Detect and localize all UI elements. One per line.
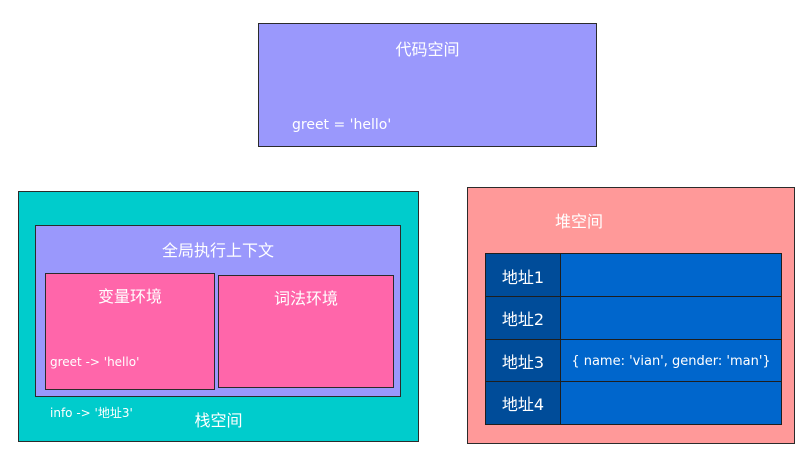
heap-row: 地址2	[486, 296, 781, 339]
code-space-title: 代码空间	[395, 40, 460, 59]
heap-table: 地址1 地址2 地址3 { name: 'vian', gender: 'man…	[485, 253, 782, 425]
heap-space-box: 堆空间 地址1 地址2 地址3 { name: 'vian', gender: …	[467, 187, 795, 444]
heap-space-title: 堆空间	[555, 212, 604, 231]
heap-address: 地址2	[486, 297, 561, 339]
stack-space-box: 全局执行上下文 变量环境 greet -> 'hello' info -> '地…	[18, 191, 419, 442]
heap-address: 地址3	[486, 340, 561, 382]
heap-row: 地址3 { name: 'vian', gender: 'man'}	[486, 339, 781, 382]
global-execution-context-title: 全局执行上下文	[161, 241, 274, 260]
heap-value	[561, 382, 781, 424]
code-space-box: 代码空间 greet = 'hello' info = { name: 'via…	[258, 23, 597, 190]
heap-value	[561, 297, 781, 339]
variable-environment-entries: greet -> 'hello' info -> '地址3'	[50, 320, 139, 456]
variable-entry: info -> '地址3'	[50, 406, 133, 420]
variable-environment-title: 变量环境	[97, 287, 162, 306]
lexical-environment-box: 词法环境	[218, 275, 394, 388]
variable-environment-box: 变量环境 greet -> 'hello' info -> '地址3'	[45, 273, 215, 420]
lexical-environment-title: 词法环境	[273, 289, 338, 308]
code-line: info = { name: 'vian', gender: 'man'}	[292, 174, 559, 190]
code-line: greet = 'hello'	[292, 117, 392, 133]
heap-row: 地址4	[486, 381, 781, 424]
heap-address: 地址4	[486, 382, 561, 424]
code-lines: greet = 'hello' info = { name: 'vian', g…	[292, 78, 558, 230]
heap-address: 地址1	[486, 254, 561, 297]
stack-space-label: 栈空间	[194, 411, 243, 430]
global-execution-context-box: 全局执行上下文 变量环境 greet -> 'hello' info -> '地…	[35, 225, 401, 420]
heap-row: 地址1	[486, 254, 781, 297]
heap-value: { name: 'vian', gender: 'man'}	[561, 340, 781, 382]
heap-value	[561, 254, 781, 297]
variable-entry: greet -> 'hello'	[50, 355, 140, 369]
